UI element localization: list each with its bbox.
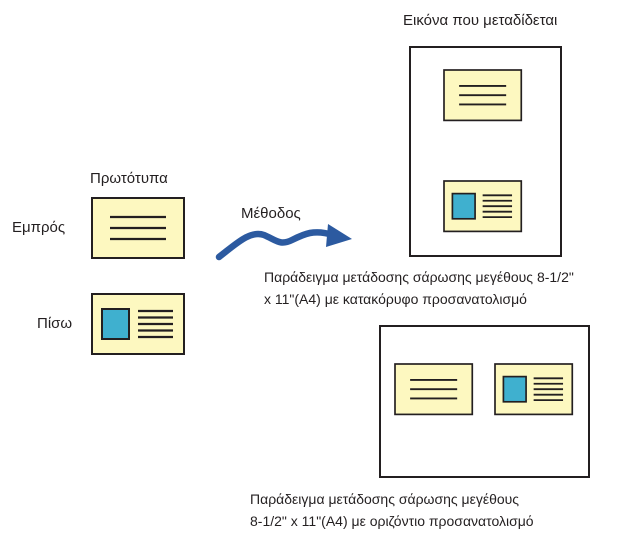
landscape-front-card xyxy=(394,363,474,416)
back-label: Πίσω xyxy=(37,315,73,332)
originals-label: Πρωτότυπα xyxy=(90,170,168,187)
front-original-card xyxy=(90,196,186,260)
landscape-caption: Παράδειγμα μετάδοσης σάρωσης μεγέθους 8-… xyxy=(250,488,534,532)
back-original-card xyxy=(90,292,186,356)
arrow-head-icon xyxy=(326,224,352,247)
portrait-caption: Παράδειγμα μετάδοσης σάρωσης μεγέθους 8-… xyxy=(264,266,574,310)
landscape-caption-line1: Παράδειγμα μετάδοσης σάρωσης μεγέθους xyxy=(250,491,520,507)
landscape-back-card xyxy=(494,363,574,416)
portrait-caption-line1: Παράδειγμα μετάδοσης σάρωσης μεγέθους 8-… xyxy=(264,269,574,285)
portrait-back-card xyxy=(443,180,523,233)
transmitted-image-label: Εικόνα που μεταδίδεται xyxy=(403,12,558,29)
landscape-caption-line2: 8-1/2" x 11"(A4) με οριζόντιο προσανατολ… xyxy=(250,513,534,529)
portrait-caption-line2: x 11"(A4) με κατακόρυφο προσανατολισμό xyxy=(264,291,527,307)
method-label: Μέθοδος xyxy=(241,205,301,222)
portrait-front-card xyxy=(443,69,523,122)
curved-arrow-icon xyxy=(215,229,337,261)
front-label: Εμπρός xyxy=(12,219,66,236)
